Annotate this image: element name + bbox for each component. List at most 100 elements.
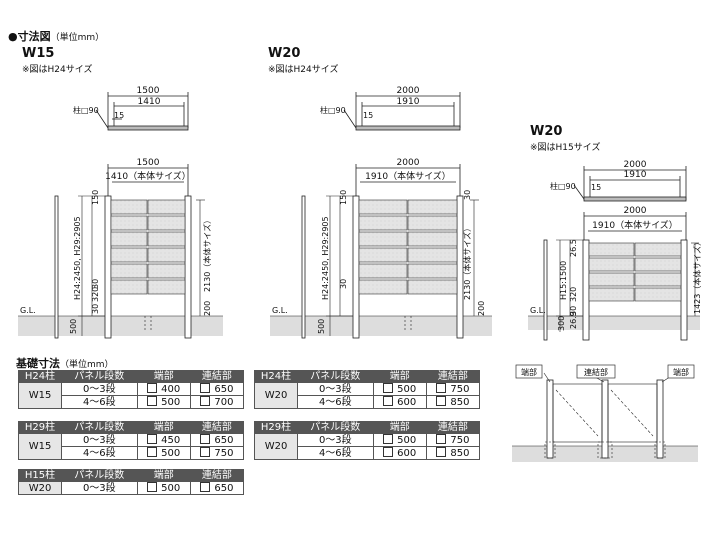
end-cell: 500 <box>136 446 191 460</box>
w20a-rail: 15 <box>363 111 373 120</box>
w15-dim-500: 500 <box>69 319 78 334</box>
end-cell: 450 <box>136 433 191 447</box>
checkbox-icon <box>383 396 394 406</box>
w15-dim-height: H24:2450, H29:2905 <box>73 216 82 300</box>
w20b-top-outer: 2000 <box>624 160 647 170</box>
checkbox-icon <box>436 383 447 393</box>
checkbox-icon <box>383 434 394 444</box>
end-cell: 500 <box>136 395 191 409</box>
checkbox-icon <box>383 447 394 457</box>
joint-value: 650 <box>214 435 234 446</box>
w20b-rail: 15 <box>591 183 601 192</box>
panels-cell: 4～6段 <box>61 395 138 409</box>
checkbox-icon <box>383 383 394 393</box>
w15-dim-200: 200 <box>203 301 212 316</box>
legend-end-right: 端部 <box>673 367 689 377</box>
w20a-dim-500: 500 <box>317 319 326 334</box>
checkbox-icon <box>147 396 158 406</box>
panels-cell: 0～3段 <box>297 433 374 447</box>
end-value: 500 <box>161 448 181 459</box>
post-header: H29柱 <box>254 421 298 434</box>
w15-front-inner: 1410（本体サイズ） <box>105 170 191 182</box>
w15-dim-30a: 30 <box>91 279 100 289</box>
w20b-plan-view <box>573 166 687 202</box>
w15-label: W15 <box>22 46 55 61</box>
end-cell: 400 <box>136 382 191 396</box>
joint-header: 連結部 <box>189 421 245 434</box>
joint-value: 700 <box>214 397 234 408</box>
w15-dim-320: 320 <box>91 287 100 302</box>
w20b-gl: G.L. <box>530 306 546 315</box>
joint-value: 750 <box>450 435 470 446</box>
checkbox-icon <box>147 447 158 457</box>
joint-cell: 850 <box>425 446 481 460</box>
joint-header: 連結部 <box>425 370 481 383</box>
foundation-title-text: 基礎寸法 <box>16 357 60 370</box>
checkbox-icon <box>200 482 211 492</box>
w15-plan-view <box>95 92 189 131</box>
end-value: 500 <box>397 384 417 395</box>
panels-cell: 0～3段 <box>61 382 138 396</box>
panels-cell: 0～3段 <box>297 382 374 396</box>
w20a-top-inner: 1910 <box>397 97 420 107</box>
joint-header: 連結部 <box>189 370 245 383</box>
end-value: 600 <box>397 448 417 459</box>
end-joint-diagram <box>512 364 698 462</box>
w20b-dim-1423: 1423（本体サイズ） <box>692 238 702 314</box>
joint-cell: 700 <box>189 395 245 409</box>
foundation-unit: （単位mm） <box>60 360 114 370</box>
checkbox-icon <box>436 447 447 457</box>
size-cell: W15 <box>18 382 62 409</box>
joint-cell: 850 <box>425 395 481 409</box>
post-header: H24柱 <box>18 370 62 383</box>
w15-post: 柱□90 <box>73 105 99 115</box>
joint-header: 連結部 <box>189 469 245 482</box>
panels-cell: 4～6段 <box>297 446 374 460</box>
w20b-label: W20 <box>530 124 563 139</box>
w15-front-outer: 1500 <box>137 158 160 168</box>
w20a-top-outer: 2000 <box>397 86 420 96</box>
end-header: 端部 <box>372 370 427 383</box>
joint-value: 850 <box>450 448 470 459</box>
w20a-dim-30b: 30 <box>463 190 472 200</box>
end-header: 端部 <box>136 370 191 383</box>
end-cell: 600 <box>372 446 427 460</box>
joint-header: 連結部 <box>425 421 481 434</box>
section-unit: （単位mm） <box>50 33 105 43</box>
w20b-dim-30a: 30 <box>569 306 578 316</box>
w20a-plan-view <box>343 92 461 131</box>
checkbox-icon <box>200 396 211 406</box>
joint-value: 650 <box>214 384 234 395</box>
panels-cell: 0～3段 <box>61 433 138 447</box>
w20a-dim-200: 200 <box>477 301 486 316</box>
end-value: 450 <box>161 435 181 446</box>
panels-header: パネル段数 <box>61 421 138 434</box>
panels-cell: 4～6段 <box>297 395 374 409</box>
end-cell: 500 <box>372 382 427 396</box>
w15-note: ※図はH24サイズ <box>22 65 93 75</box>
w15-rail: 15 <box>114 111 124 120</box>
end-value: 400 <box>161 384 181 395</box>
post-header: H15柱 <box>18 469 62 482</box>
table-h29-w20: H29柱 パネル段数 端部 連結部 W20 0～3段 500 750 4～6段 … <box>254 421 481 460</box>
panels-header: パネル段数 <box>297 370 374 383</box>
joint-value: 750 <box>450 384 470 395</box>
w15-dim-2130: 2130（本体サイズ） <box>202 216 212 292</box>
checkbox-icon <box>436 396 447 406</box>
end-cell: 600 <box>372 395 427 409</box>
end-value: 500 <box>161 397 181 408</box>
checkbox-icon <box>200 434 211 444</box>
w20a-post: 柱□90 <box>320 105 346 115</box>
end-cell: 500 <box>372 433 427 447</box>
joint-cell: 750 <box>425 433 481 447</box>
w15-dim-30b: 30 <box>91 304 100 314</box>
checkbox-icon <box>200 447 211 457</box>
w20a-gl: G.L. <box>272 306 288 315</box>
section-title: ●寸法図（単位mm） <box>8 28 104 44</box>
panels-header: パネル段数 <box>61 469 138 482</box>
table-h24-w20: H24柱 パネル段数 端部 連結部 W20 0～3段 500 750 4～6段 … <box>254 370 481 409</box>
checkbox-icon <box>147 383 158 393</box>
post-header: H29柱 <box>18 421 62 434</box>
end-value: 500 <box>397 435 417 446</box>
